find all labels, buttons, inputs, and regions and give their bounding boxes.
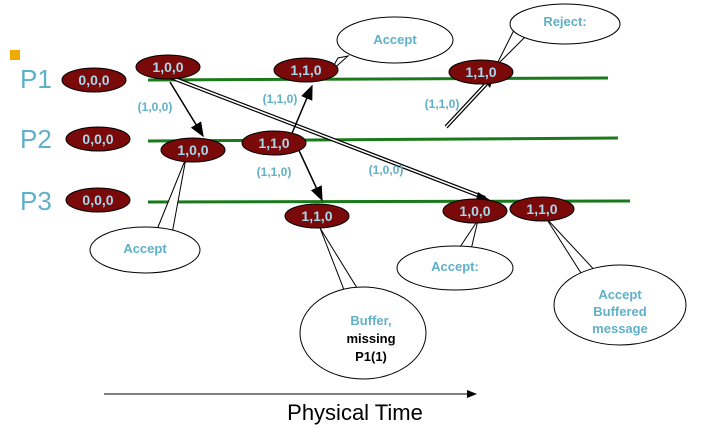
event-p3-recv-110: 1,1,0 [509, 196, 575, 222]
event-p1-init: 0,0,0 [61, 67, 127, 93]
event-label: 0,0,0 [82, 192, 113, 208]
message-label: (1,1,0) [263, 92, 298, 106]
event-label: 1,1,0 [526, 201, 557, 217]
event-p1-reject: 1,1,0 [448, 59, 514, 85]
process-label-p3: P3 [20, 186, 52, 216]
message-arrow-p1-p2 [169, 81, 204, 138]
callout-pointer [155, 157, 187, 235]
event-p2-send: 1,1,0 [241, 130, 307, 156]
event-p3-buffer: 1,1,0 [284, 203, 350, 229]
message-label: (1,0,0) [369, 163, 404, 177]
message-arrow-p2-p1 [289, 84, 313, 139]
callout-text-p1: P1(1) [355, 349, 387, 364]
message-arrow-p2-p3 [295, 143, 323, 202]
event-label: 1,0,0 [459, 203, 490, 219]
event-label: 1,1,0 [258, 135, 289, 151]
event-p2-recv: 1,0,0 [160, 137, 226, 163]
callout-text-accept: Accept [598, 287, 642, 302]
callout-bubble [336, 16, 454, 64]
callout-text-buffered: Buffered [593, 304, 647, 319]
process-label-p2: P2 [20, 124, 52, 154]
event-label: 1,1,0 [290, 62, 321, 78]
callout-bubble [509, 3, 621, 45]
message-label: (1,0,0) [138, 100, 173, 114]
callout-bubble [299, 286, 427, 380]
event-p1-recv: 1,1,0 [273, 57, 339, 83]
callout-text-buffer: Buffer, [350, 313, 391, 328]
message-label: (1,1,0) [425, 97, 460, 111]
event-p3-recv-100: 1,0,0 [442, 198, 508, 224]
event-p1-send: 1,0,0 [135, 54, 201, 80]
event-label: 0,0,0 [82, 131, 113, 147]
bullet-marker [10, 50, 20, 60]
axis-label-physical-time: Physical Time [287, 400, 423, 425]
callout-bubble [89, 226, 201, 274]
callout-text-message: message [592, 321, 648, 336]
message-arrow-p1-p3-inner [169, 76, 486, 199]
timeline-p1 [147, 76, 609, 82]
callout-text-missing: missing [346, 331, 395, 346]
callout-text-reject: Reject: [543, 14, 586, 29]
message-arrow-late-inner [445, 81, 489, 128]
callout-text-accept: Accept [123, 241, 167, 256]
callout-text-accept: Accept [373, 32, 417, 47]
message-arrowhead-p1-p3 [476, 192, 490, 200]
event-label: 0,0,0 [78, 72, 109, 88]
process-label-p1: P1 [20, 64, 52, 94]
event-label: 1,1,0 [301, 208, 332, 224]
event-p2-init: 0,0,0 [65, 126, 131, 152]
event-p3-init: 0,0,0 [65, 187, 131, 213]
callout-text-accept: Accept: [431, 259, 479, 274]
event-label: 1,1,0 [465, 64, 496, 80]
callout-bubble [553, 264, 687, 346]
event-label: 1,0,0 [177, 142, 208, 158]
message-label: (1,1,0) [257, 165, 292, 179]
timeline-p2 [147, 136, 619, 143]
callout-bubble [396, 245, 514, 291]
event-label: 1,0,0 [152, 59, 183, 75]
